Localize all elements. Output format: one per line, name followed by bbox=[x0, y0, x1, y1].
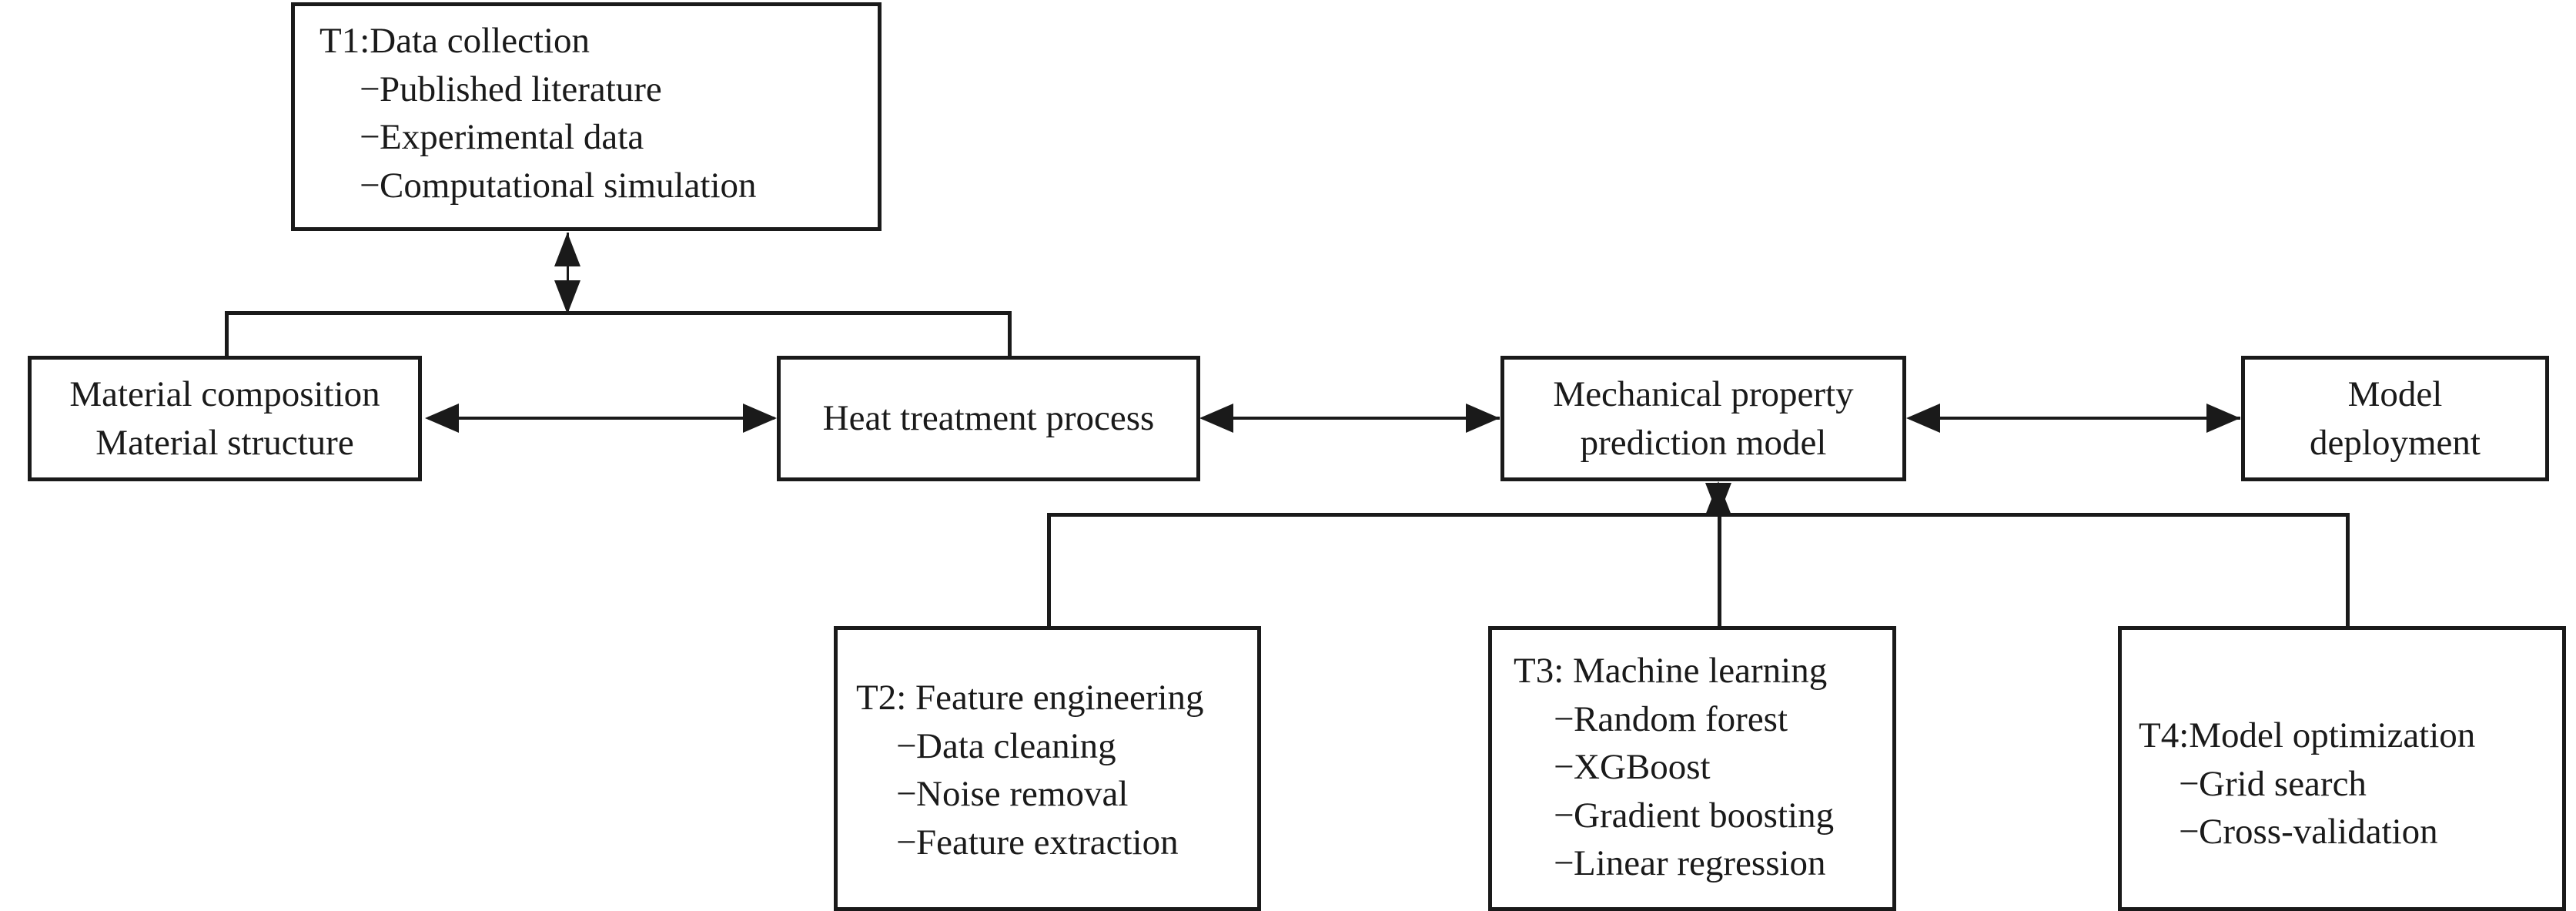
node-t2-item-0: −Data cleaning bbox=[856, 722, 1204, 771]
node-mechanical-line1: Mechanical property bbox=[1553, 374, 1854, 414]
node-deployment-content: Model deployment bbox=[2245, 370, 2545, 467]
node-t4-item-1-label: Cross-validation bbox=[2199, 812, 2438, 852]
node-mechanical-prediction[interactable]: Mechanical property prediction model bbox=[1500, 356, 1906, 481]
arrow-left-to-material-icon bbox=[425, 404, 459, 433]
node-t2-feature-engineering[interactable]: T2: Feature engineering −Data cleaning −… bbox=[834, 626, 1261, 911]
arrow-left-to-heat-icon bbox=[1199, 404, 1233, 433]
node-t2-title: T2: Feature engineering bbox=[856, 678, 1204, 718]
bullet-dash-icon: − bbox=[896, 774, 917, 814]
connector-mechanical-deployment bbox=[1909, 417, 2240, 420]
bullet-dash-icon: − bbox=[360, 69, 380, 109]
node-t3-item-2-label: Gradient boosting bbox=[1574, 795, 1835, 836]
node-t3-item-2: −Gradient boosting bbox=[1514, 792, 1834, 840]
node-t3-title: T3: Machine learning bbox=[1514, 651, 1828, 691]
bullet-dash-icon: − bbox=[2179, 763, 2200, 804]
node-material-line2: Material structure bbox=[95, 422, 354, 463]
node-t1-item-1-label: Experimental data bbox=[380, 117, 644, 157]
node-t3-item-3-label: Linear regression bbox=[1574, 843, 1826, 883]
bullet-dash-icon: − bbox=[1554, 698, 1574, 739]
node-t1-title: T1:Data collection bbox=[319, 21, 590, 61]
bullet-dash-icon: − bbox=[896, 822, 917, 862]
node-heat-line1: Heat treatment process bbox=[822, 398, 1155, 439]
node-material-content: Material composition Material structure bbox=[32, 370, 418, 467]
node-t3-item-1: −XGBoost bbox=[1514, 743, 1834, 792]
node-t3-item-1-label: XGBoost bbox=[1574, 747, 1711, 787]
node-heat-content: Heat treatment process bbox=[781, 394, 1196, 443]
node-t2-item-1: −Noise removal bbox=[856, 770, 1204, 819]
node-t2-item-2-label: Feature extraction bbox=[916, 822, 1179, 862]
bus-drop-t4 bbox=[2346, 513, 2350, 629]
node-deployment-line2: deployment bbox=[2310, 422, 2481, 463]
node-model-deployment[interactable]: Model deployment bbox=[2241, 356, 2549, 481]
node-t1-item-2-label: Computational simulation bbox=[380, 165, 757, 206]
node-t4-model-optimization[interactable]: T4:Model optimization −Grid search −Cros… bbox=[2118, 626, 2566, 911]
node-t2-item-0-label: Data cleaning bbox=[916, 725, 1116, 766]
bullet-dash-icon: − bbox=[360, 165, 380, 206]
connector-heat-mechanical bbox=[1203, 417, 1500, 420]
arrow-right-to-mechanical-icon bbox=[1466, 404, 1500, 433]
arrow-right-to-deployment-icon bbox=[2206, 404, 2240, 433]
node-t4-item-0-label: Grid search bbox=[2199, 763, 2367, 804]
node-t1-item-0: −Published literature bbox=[319, 65, 757, 114]
bullet-dash-icon: − bbox=[360, 117, 380, 157]
bullet-dash-icon: − bbox=[1554, 747, 1574, 787]
node-t1-item-2: −Computational simulation bbox=[319, 162, 757, 210]
node-t3-machine-learning[interactable]: T3: Machine learning −Random forest −XGB… bbox=[1488, 626, 1896, 911]
node-t4-content: T4:Model optimization −Grid search −Cros… bbox=[2139, 712, 2475, 856]
node-t4-item-1: −Cross-validation bbox=[2139, 808, 2475, 856]
bus-line-bottom bbox=[1047, 513, 2350, 517]
node-mechanical-line2: prediction model bbox=[1580, 422, 1827, 463]
arrow-left-to-mechanical-icon bbox=[1906, 404, 1940, 433]
arrow-right-to-heat-icon bbox=[743, 404, 777, 433]
bullet-dash-icon: − bbox=[896, 725, 917, 766]
node-t3-item-3: −Linear regression bbox=[1514, 839, 1834, 888]
connector-material-heat bbox=[428, 417, 774, 420]
connector-t1-bus-line bbox=[567, 233, 569, 314]
node-t2-item-2: −Feature extraction bbox=[856, 819, 1204, 867]
node-t2-content: T2: Feature engineering −Data cleaning −… bbox=[856, 674, 1204, 866]
arrow-up-to-t1-icon bbox=[554, 233, 580, 266]
bus-line-top bbox=[225, 311, 1012, 315]
bullet-dash-icon: − bbox=[1554, 795, 1574, 836]
node-deployment-line1: Model bbox=[2347, 374, 2443, 414]
bullet-dash-icon: − bbox=[2179, 812, 2200, 852]
node-t1-data-collection[interactable]: T1:Data collection −Published literature… bbox=[291, 2, 882, 231]
node-material-line1: Material composition bbox=[69, 374, 380, 414]
arrow-down-to-bus-icon bbox=[554, 280, 580, 314]
bus-drop-material bbox=[225, 311, 229, 358]
node-t4-item-0: −Grid search bbox=[2139, 760, 2475, 809]
node-mechanical-content: Mechanical property prediction model bbox=[1504, 370, 1902, 467]
node-t2-item-1-label: Noise removal bbox=[916, 774, 1129, 814]
node-t3-item-0: −Random forest bbox=[1514, 695, 1834, 744]
node-t1-item-0-label: Published literature bbox=[380, 69, 662, 109]
node-t4-title: T4:Model optimization bbox=[2139, 715, 2476, 755]
node-t1-item-1: −Experimental data bbox=[319, 113, 757, 162]
node-material[interactable]: Material composition Material structure bbox=[28, 356, 422, 481]
node-heat-treatment[interactable]: Heat treatment process bbox=[777, 356, 1200, 481]
bus-drop-t3 bbox=[1718, 513, 1721, 629]
node-t3-item-0-label: Random forest bbox=[1574, 698, 1788, 739]
arrow-down-to-bottom-bus-icon bbox=[1705, 483, 1731, 517]
bullet-dash-icon: − bbox=[1554, 843, 1574, 883]
bus-drop-t2 bbox=[1047, 513, 1051, 629]
bus-drop-heat bbox=[1008, 311, 1012, 358]
node-t3-content: T3: Machine learning −Random forest −XGB… bbox=[1514, 647, 1834, 888]
node-t1-content: T1:Data collection −Published literature… bbox=[319, 17, 757, 209]
